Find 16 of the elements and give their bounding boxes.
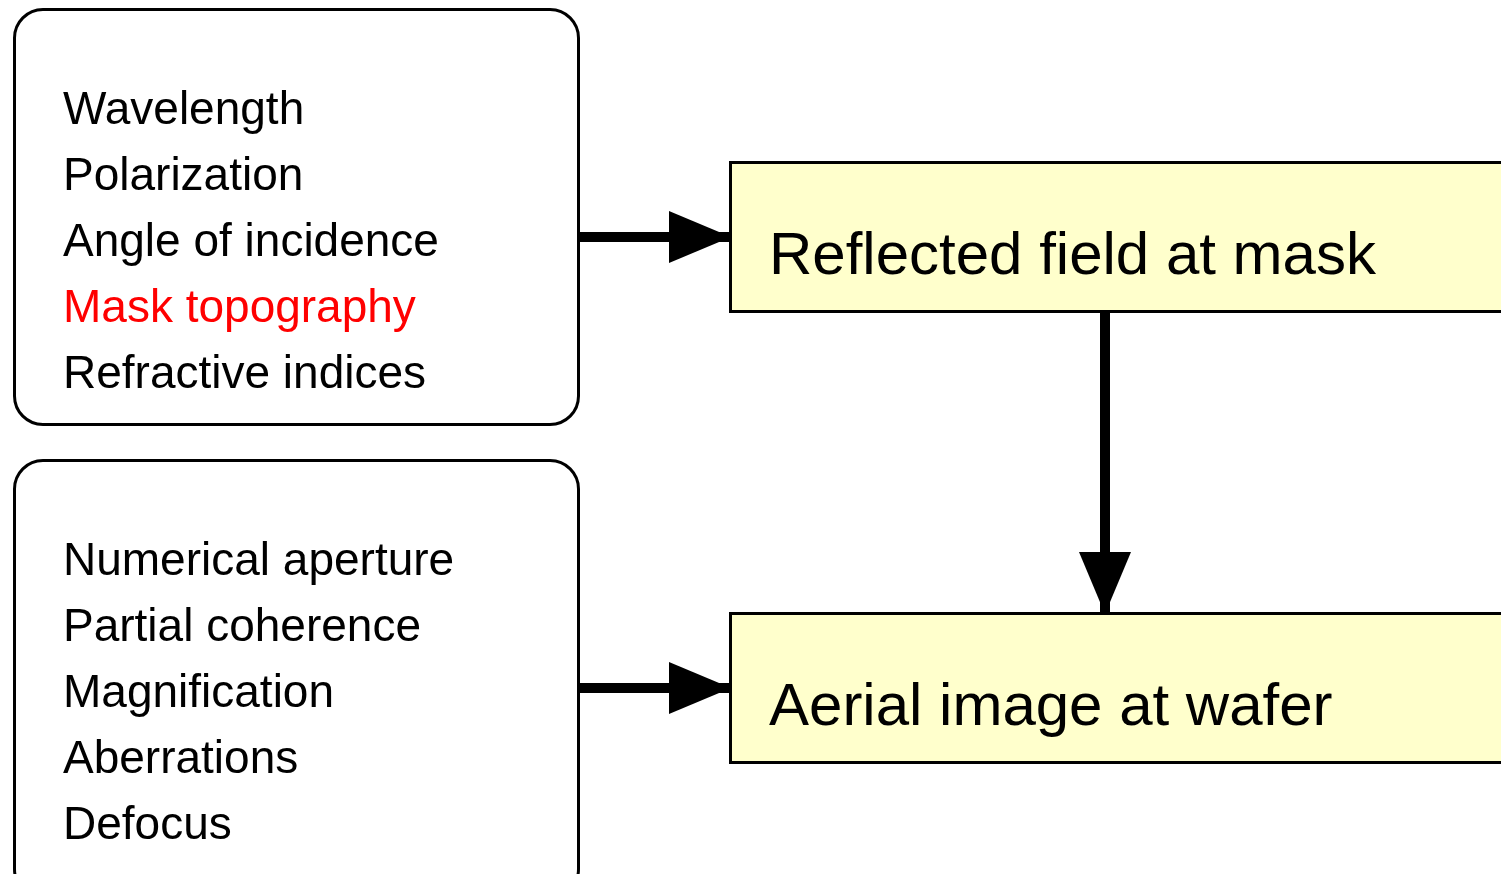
result-text: Reflected field at mask: [769, 219, 1377, 289]
parameter-text: Numerical aperture: [63, 532, 456, 587]
result-box: [729, 161, 1501, 313]
parameter-box: [13, 8, 580, 426]
parameter-text: Polarization: [63, 147, 305, 202]
result-box: [729, 612, 1501, 764]
parameter-text: Refractive indices: [63, 345, 428, 400]
parameter-text: Aberrations: [63, 730, 300, 785]
parameter-text: Wavelength: [63, 81, 306, 136]
parameter-text: Partial coherence: [63, 598, 422, 653]
parameter-box: [13, 459, 580, 874]
parameter-text: Angle of incidence: [63, 213, 440, 268]
parameter-text: Mask topography: [63, 279, 417, 334]
result-text: Aerial image at wafer: [769, 670, 1334, 740]
parameter-text: Defocus: [63, 796, 233, 851]
parameter-text: Magnification: [63, 664, 336, 719]
